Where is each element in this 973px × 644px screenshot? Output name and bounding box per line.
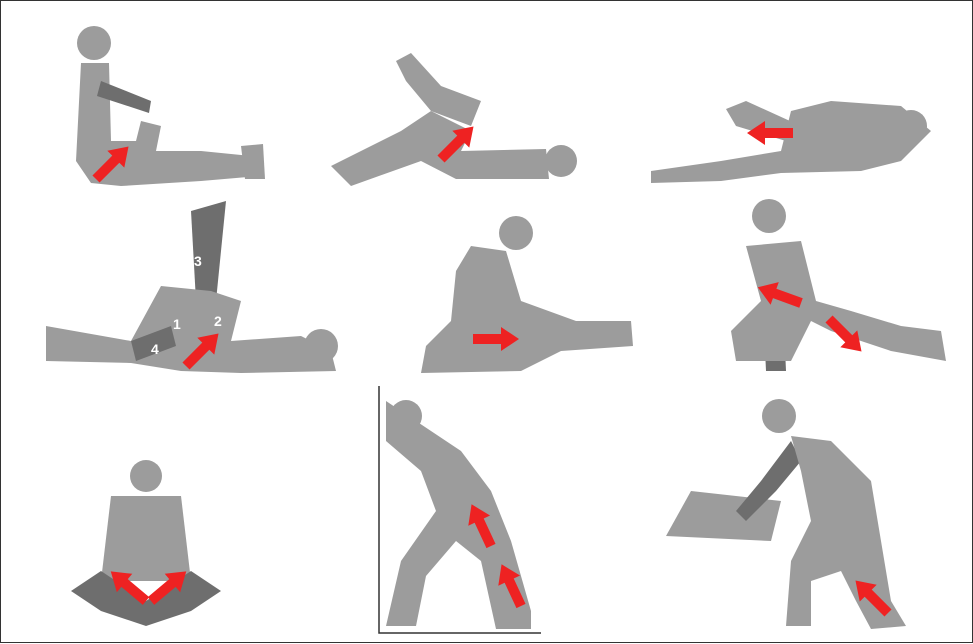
panel-supine-figure-four: 1 2 3 4 [46,201,338,374]
label-1: 1 [173,316,181,332]
panel-butterfly-stretch [71,460,221,626]
panel-kneeling-hip-flexor-lunge [731,199,946,371]
label-4: 4 [151,341,159,357]
label-3: 3 [194,253,202,269]
label-2: 2 [214,313,222,329]
panel-kneeling-hamstring-reach [421,216,633,373]
panel-seated-leg-stretch [76,26,265,187]
panel-supine-knee-to-chest [331,53,577,186]
panel-side-lying-quad-stretch [651,101,931,183]
panel-standing-table-calf-stretch [666,399,906,629]
panel-wall-calf-stretch [379,386,541,633]
